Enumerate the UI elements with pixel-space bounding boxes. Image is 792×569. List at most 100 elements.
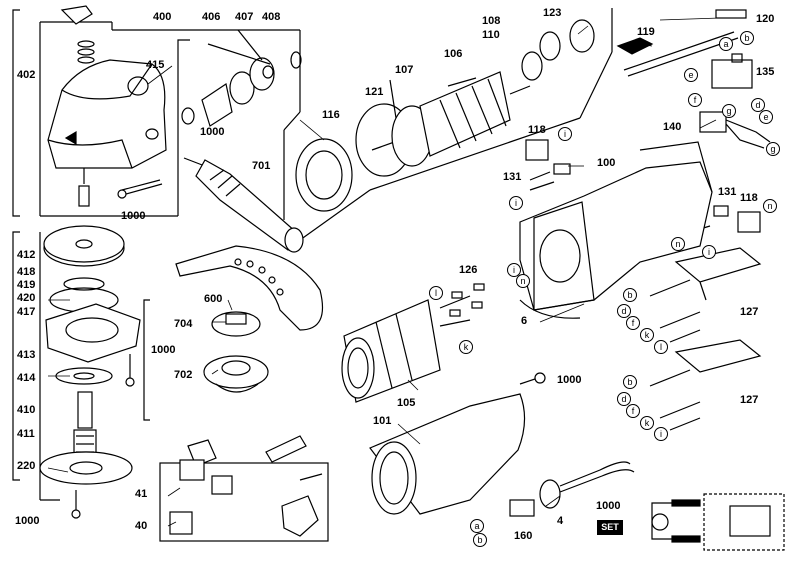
callout-i: i xyxy=(702,245,716,259)
label-400: 400 xyxy=(153,11,172,23)
callout-g: g xyxy=(722,104,736,118)
label-121: 121 xyxy=(365,86,384,98)
label-131-a: 131 xyxy=(503,171,522,183)
spindle-assembly xyxy=(39,225,141,519)
screw-1000-a xyxy=(117,179,163,199)
label-1000-d: 1000 xyxy=(151,344,176,356)
label-413: 413 xyxy=(17,349,36,361)
spindle-bracket xyxy=(12,231,150,501)
label-40: 40 xyxy=(135,520,148,532)
label-1000-c: 1000 xyxy=(15,515,40,527)
callout-b: b xyxy=(473,533,487,547)
callout-l: l xyxy=(654,340,668,354)
label-1000-e: 1000 xyxy=(557,374,582,386)
armature-106 xyxy=(371,19,595,167)
gear-housing-402 xyxy=(47,5,167,207)
leader-lines xyxy=(47,17,721,527)
callout-n: n xyxy=(516,274,530,288)
label-110: 110 xyxy=(482,29,500,41)
label-6: 6 xyxy=(521,315,528,327)
label-106: 106 xyxy=(444,48,463,60)
connector-parts-box xyxy=(169,435,323,537)
callout-b: b xyxy=(740,31,754,45)
switch-bracket xyxy=(299,8,613,241)
label-126: 126 xyxy=(459,264,478,276)
callout-a: a xyxy=(719,37,733,51)
pinion-bearings-top xyxy=(181,29,302,127)
label-41: 41 xyxy=(135,488,148,500)
label-408: 408 xyxy=(262,11,281,23)
callout-d: d xyxy=(617,304,631,318)
label-100: 100 xyxy=(597,157,616,169)
callout-i: i xyxy=(654,427,668,441)
callout-f: f xyxy=(626,316,640,330)
motor-housing-100 xyxy=(519,141,713,319)
callout-e: e xyxy=(759,110,773,124)
label-160: 160 xyxy=(514,530,533,542)
label-1000-f: 1000 xyxy=(596,500,621,512)
label-406: 406 xyxy=(202,11,221,23)
label-414: 414 xyxy=(17,372,36,384)
guard-600 xyxy=(175,245,324,331)
label-1000-b: 1000 xyxy=(121,210,146,222)
switch-135 xyxy=(616,9,771,149)
callout-l: l xyxy=(429,286,443,300)
label-131-b: 131 xyxy=(718,186,737,198)
label-411: 411 xyxy=(17,428,35,440)
callout-i: i xyxy=(509,196,523,210)
callout-k: k xyxy=(640,328,654,342)
label-420: 420 xyxy=(17,292,36,304)
screw-1000-e xyxy=(519,372,546,385)
label-701: 701 xyxy=(252,160,271,172)
callout-b: b xyxy=(623,375,637,389)
callout-k: k xyxy=(459,340,473,354)
callout-d: d xyxy=(751,98,765,112)
label-415: 415 xyxy=(146,59,165,71)
label-220: 220 xyxy=(17,460,36,472)
label-135: 135 xyxy=(756,66,775,78)
side-handle-701 xyxy=(183,157,304,253)
brush-box-127-b xyxy=(649,339,762,431)
label-119: 119 xyxy=(637,26,655,38)
label-419: 419 xyxy=(17,279,36,291)
callout-d: d xyxy=(617,392,631,406)
label-1000-a: 1000 xyxy=(200,126,225,138)
flange-116 xyxy=(295,103,413,212)
callout-b: b xyxy=(623,288,637,302)
label-417: 417 xyxy=(17,306,36,318)
label-4: 4 xyxy=(557,515,564,527)
label-108: 108 xyxy=(482,15,501,27)
label-412: 412 xyxy=(17,249,36,261)
callout-n: n xyxy=(763,199,777,213)
power-cord-4 xyxy=(509,461,635,517)
callout-f: f xyxy=(688,93,702,107)
gear-housing-bracket xyxy=(12,9,301,220)
label-116: 116 xyxy=(322,109,340,121)
callout-k: k xyxy=(640,416,654,430)
callout-i: i xyxy=(507,263,521,277)
callout-e: e xyxy=(684,68,698,82)
callout-f: f xyxy=(626,404,640,418)
label-702: 702 xyxy=(174,369,193,381)
label-410: 410 xyxy=(17,404,36,416)
brush-holder-118 xyxy=(525,139,761,233)
label-418: 418 xyxy=(17,266,36,278)
set-badge: SET xyxy=(597,520,623,535)
rear-housing-101 xyxy=(369,393,526,515)
label-120: 120 xyxy=(756,13,775,25)
label-407: 407 xyxy=(235,11,254,23)
label-600: 600 xyxy=(204,293,223,305)
label-101: 101 xyxy=(373,415,392,427)
brush-box-127-a xyxy=(649,247,762,343)
label-127-a: 127 xyxy=(740,306,759,318)
callout-g: g xyxy=(766,142,780,156)
label-123: 123 xyxy=(543,7,562,19)
label-107: 107 xyxy=(395,64,414,76)
label-127-b: 127 xyxy=(740,394,759,406)
label-105: 105 xyxy=(397,397,416,409)
callout-n: n xyxy=(671,237,685,251)
callout-i: i xyxy=(558,127,572,141)
wiring-schematic xyxy=(651,493,785,551)
label-704: 704 xyxy=(174,318,193,330)
